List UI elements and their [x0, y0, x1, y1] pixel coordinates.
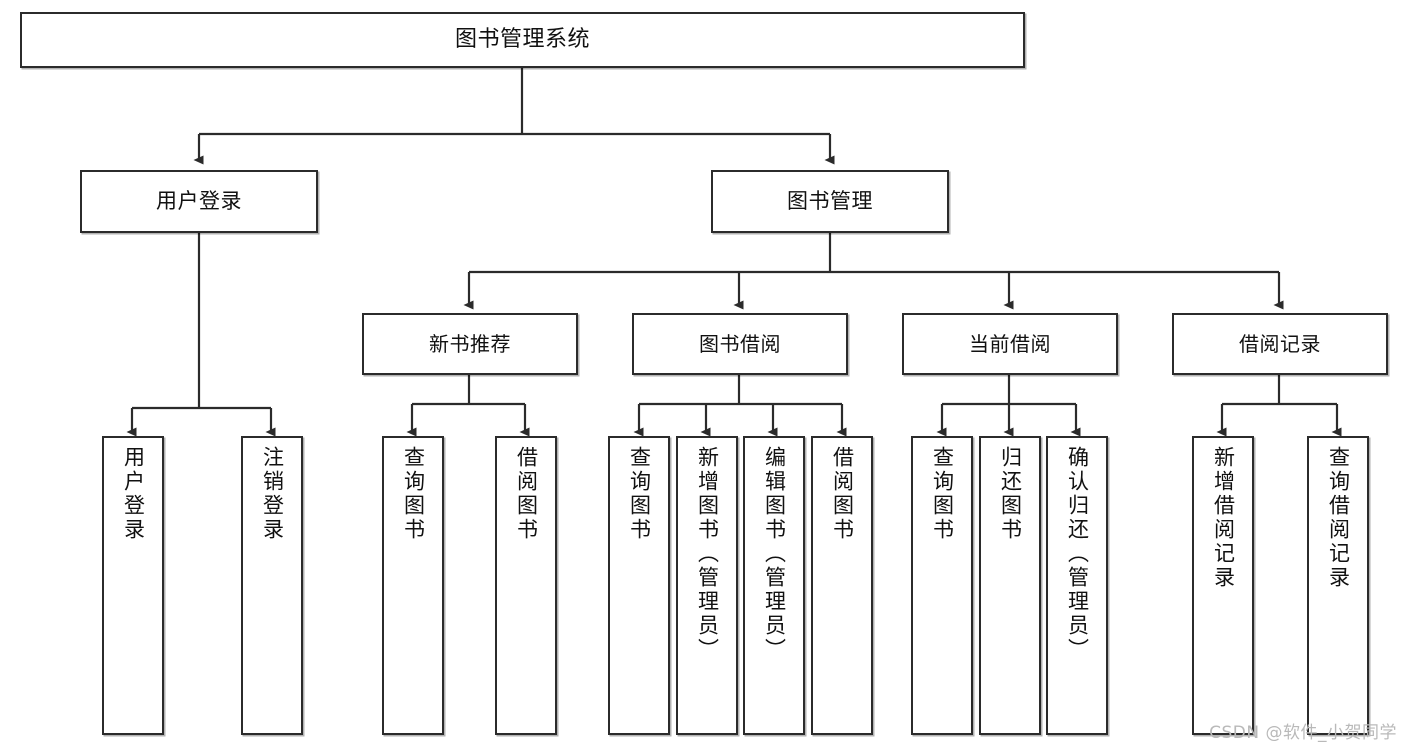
node-label: 当前借阅	[969, 331, 1051, 356]
node-label: 查询图书	[627, 446, 652, 542]
node-label: 确认归还（管理员）	[1065, 446, 1090, 662]
node-borrow-record[interactable]: 借阅记录	[1172, 313, 1388, 375]
leaf-logout[interactable]: 注销登录	[241, 436, 303, 735]
leaf-confirm-return-admin[interactable]: 确认归还（管理员）	[1046, 436, 1108, 735]
leaf-return-book[interactable]: 归还图书	[979, 436, 1041, 735]
watermark-text: CSDN @软件_小贺同学	[1209, 723, 1397, 743]
node-label: 注销登录	[260, 446, 285, 542]
node-label: 查询图书	[401, 446, 426, 542]
node-label: 归还图书	[998, 446, 1023, 542]
leaf-borrow-book-recommend[interactable]: 借阅图书	[495, 436, 557, 735]
node-book-management[interactable]: 图书管理	[711, 170, 949, 233]
leaf-edit-book-admin[interactable]: 编辑图书（管理员）	[743, 436, 805, 735]
node-label: 借阅图书	[830, 446, 855, 542]
node-label: 图书管理	[787, 189, 873, 214]
node-new-book-recommend[interactable]: 新书推荐	[362, 313, 578, 375]
leaf-query-borrow-record[interactable]: 查询借阅记录	[1307, 436, 1369, 735]
node-book-management-system[interactable]: 图书管理系统	[20, 12, 1025, 68]
leaf-query-book-current[interactable]: 查询图书	[911, 436, 973, 735]
leaf-borrow-book[interactable]: 借阅图书	[811, 436, 873, 735]
node-label: 查询图书	[930, 446, 955, 542]
node-book-borrow[interactable]: 图书借阅	[632, 313, 848, 375]
leaf-query-book-recommend[interactable]: 查询图书	[382, 436, 444, 735]
node-current-borrow[interactable]: 当前借阅	[902, 313, 1118, 375]
node-label: 用户登录	[156, 189, 242, 214]
node-label: 新增借阅记录	[1211, 446, 1236, 590]
node-label: 借阅图书	[514, 446, 539, 542]
node-label: 查询借阅记录	[1326, 446, 1351, 590]
node-label: 用户登录	[121, 446, 146, 542]
node-label: 新增图书（管理员）	[695, 446, 720, 662]
node-user-login[interactable]: 用户登录	[80, 170, 318, 233]
node-label: 借阅记录	[1239, 331, 1321, 356]
leaf-add-borrow-record[interactable]: 新增借阅记录	[1192, 436, 1254, 735]
leaf-query-book-borrow[interactable]: 查询图书	[608, 436, 670, 735]
node-label: 新书推荐	[429, 331, 511, 356]
leaf-user-login[interactable]: 用户登录	[102, 436, 164, 735]
node-label: 图书借阅	[699, 331, 781, 356]
node-label: 编辑图书（管理员）	[762, 446, 787, 662]
node-label: 图书管理系统	[454, 27, 590, 53]
leaf-add-book-admin[interactable]: 新增图书（管理员）	[676, 436, 738, 735]
